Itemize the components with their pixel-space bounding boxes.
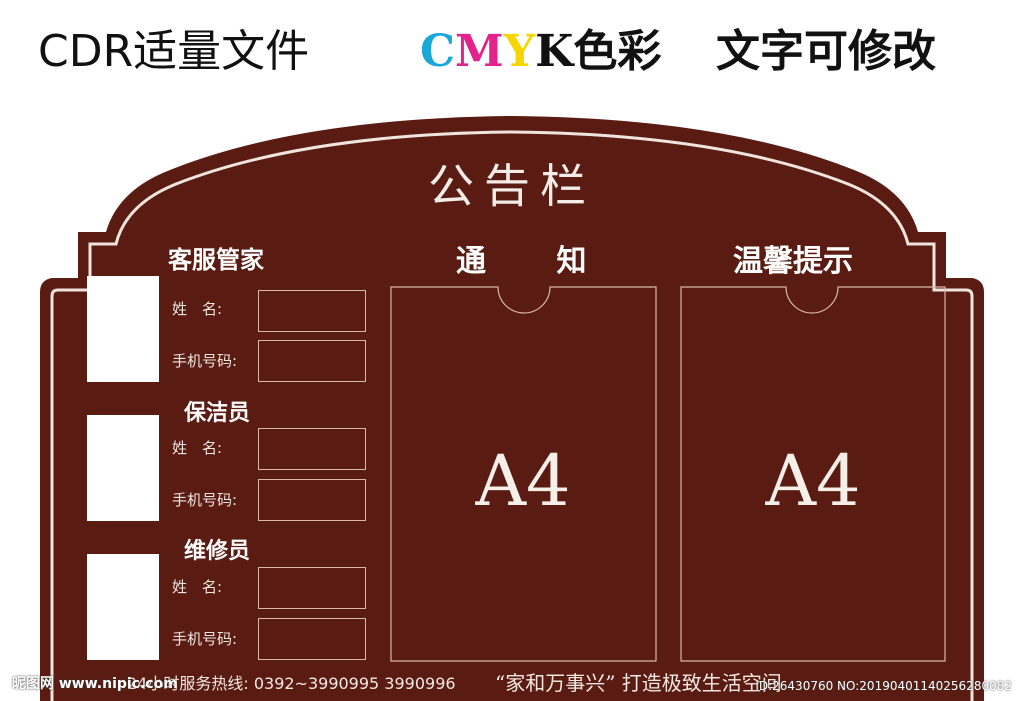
phone-box bbox=[258, 618, 366, 660]
watermark-right: ID:26430760 NO:20190401140256280082 bbox=[755, 679, 1012, 693]
tips-a4-label: A4 bbox=[765, 440, 861, 522]
service-hotline: 24小时服务热线: 0392~3990995 3990996 bbox=[127, 674, 456, 693]
name-label: 姓 名: bbox=[172, 300, 223, 318]
name-label: 姓 名: bbox=[172, 578, 223, 596]
cmyk-y: Y bbox=[503, 26, 536, 77]
board-inner-border bbox=[50, 130, 974, 701]
slogan: “家和万事兴” 打造极致生活空间 bbox=[495, 671, 782, 695]
editable-text: 文字可修改 bbox=[716, 26, 936, 77]
phone-box bbox=[258, 479, 366, 521]
phone-box bbox=[258, 340, 366, 382]
repair-photo bbox=[87, 554, 159, 660]
name-label: 姓 名: bbox=[172, 439, 223, 457]
cleaner-photo bbox=[87, 415, 159, 521]
notice-panel bbox=[390, 286, 657, 662]
staff-photo bbox=[87, 276, 159, 382]
tips-panel bbox=[680, 286, 946, 662]
name-box bbox=[258, 428, 366, 470]
watermark-left: 昵图网 www.nipic.com bbox=[12, 676, 178, 692]
phone-label: 手机号码: bbox=[172, 352, 238, 370]
cmyk-suffix: 色彩 bbox=[573, 26, 662, 77]
cmyk-k: K bbox=[535, 26, 574, 77]
promo-header: CDR适量文件 CMYK色彩 文字可修改 bbox=[0, 22, 1024, 82]
cleaner-header: 保洁员 bbox=[184, 401, 251, 426]
cdr-file-text: CDR适量文件 bbox=[38, 26, 310, 77]
cmyk-m: M bbox=[455, 26, 504, 77]
notice-header: 通 知 bbox=[456, 244, 617, 279]
phone-label: 手机号码: bbox=[172, 491, 238, 509]
board-title: 公告栏 bbox=[428, 159, 596, 213]
phone-label: 手机号码: bbox=[172, 630, 238, 648]
repair-header: 维修员 bbox=[184, 539, 251, 564]
tips-header: 温馨提示 bbox=[733, 244, 853, 279]
cmyk-color-text: CMYK色彩 bbox=[420, 22, 661, 82]
name-box bbox=[258, 290, 366, 332]
name-box bbox=[258, 567, 366, 609]
board-shape bbox=[40, 116, 984, 701]
cmyk-c: C bbox=[420, 26, 456, 77]
staff-header: 客服管家 bbox=[168, 246, 264, 274]
notice-a4-label: A4 bbox=[475, 440, 571, 522]
